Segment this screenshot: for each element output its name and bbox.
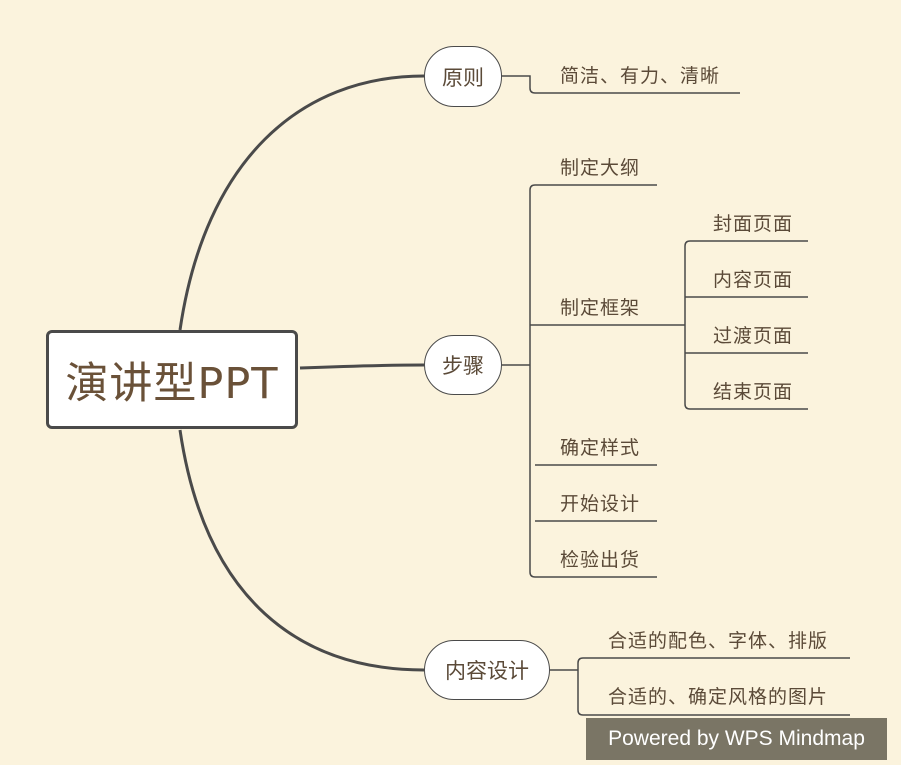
topic-guodu[interactable]: 过渡页面 xyxy=(713,325,794,347)
connector-buzhou-children xyxy=(502,184,657,578)
branch-node-neirong[interactable]: 内容设计 xyxy=(424,640,550,700)
topic-tupian[interactable]: 合适的、确定风格的图片 xyxy=(608,686,829,708)
topic-kuangjia[interactable]: 制定框架 xyxy=(560,297,641,319)
branch-node-buzhou[interactable]: 步骤 xyxy=(424,335,502,395)
connector-kuangjia-children xyxy=(657,240,808,410)
topic-sheji[interactable]: 开始设计 xyxy=(560,493,641,515)
topic-neirongye[interactable]: 内容页面 xyxy=(713,269,794,291)
topic-peise[interactable]: 合适的配色、字体、排版 xyxy=(608,630,829,652)
topic-jieshu[interactable]: 结束页面 xyxy=(713,381,794,403)
wps-watermark-badge: Powered by WPS Mindmap xyxy=(586,718,887,760)
topic-fengmian[interactable]: 封面页面 xyxy=(713,213,794,235)
connector-yuanze-children xyxy=(500,75,740,94)
topic-jianyan[interactable]: 检验出货 xyxy=(560,549,641,571)
root-node[interactable]: 演讲型PPT xyxy=(46,330,298,429)
topic-dagang[interactable]: 制定大纲 xyxy=(560,157,641,179)
branch-node-yuanze[interactable]: 原则 xyxy=(424,46,502,107)
connector-neirong-children xyxy=(550,657,850,716)
connector-root-neirong xyxy=(178,429,425,672)
connector-root-yuanze xyxy=(178,74,425,331)
topic-jianjie[interactable]: 简洁、有力、清晰 xyxy=(560,65,721,87)
connector-root-buzhou xyxy=(299,363,425,370)
topic-yangshi[interactable]: 确定样式 xyxy=(560,437,641,459)
